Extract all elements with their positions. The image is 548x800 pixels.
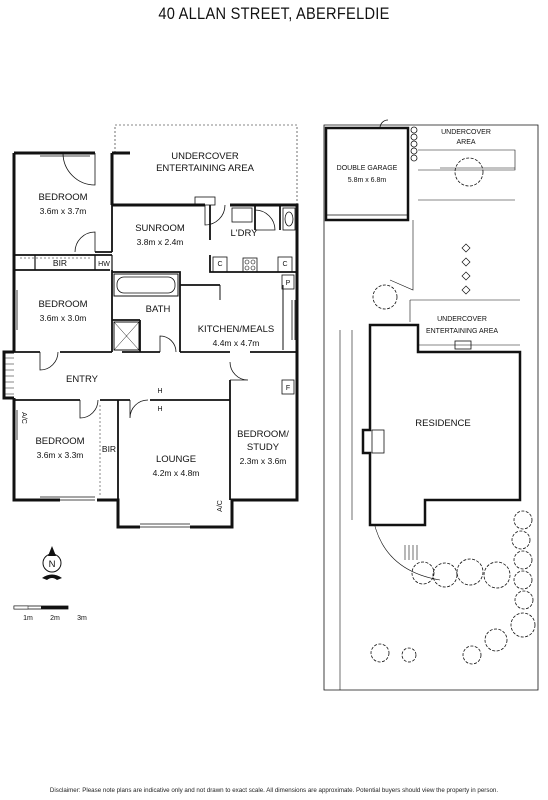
site-labels: DOUBLE GARAGE 5.8m x 6.8m UNDERCOVER ARE…	[337, 129, 499, 429]
bath-name: BATH	[146, 304, 171, 315]
scale-bar: 1m 2m 3m	[13, 605, 87, 622]
lounge-name: LOUNGE	[156, 454, 196, 465]
marker-h-1: H	[157, 388, 162, 395]
laundry-name: L'DRY	[231, 228, 259, 239]
marker-c-1: C	[217, 261, 222, 268]
entertaining-label-1: UNDERCOVER	[171, 151, 239, 162]
scale-label-1: 1m	[23, 615, 33, 622]
scale-label-2: 2m	[50, 615, 60, 622]
kitchen-size: 4.4m x 4.7m	[213, 338, 260, 348]
disclaimer: Disclaimer: Please note plans are indica…	[49, 787, 499, 794]
site-entertaining-1: UNDERCOVER	[437, 316, 487, 323]
undercover-label-2: AREA	[456, 139, 475, 146]
marker-ac-1: A/C	[20, 412, 27, 424]
bedroom3-name: BEDROOM	[35, 436, 84, 447]
scale-label-3: 3m	[77, 615, 87, 622]
study-size: 2.3m x 3.6m	[240, 456, 287, 466]
bedroom2-name: BEDROOM	[38, 299, 87, 310]
marker-c-2: C	[282, 261, 287, 268]
bedroom3-size: 3.6m x 3.3m	[37, 450, 84, 460]
site-plan	[323, 119, 539, 691]
study-name-2: STUDY	[247, 442, 280, 453]
sunroom-name: SUNROOM	[135, 223, 185, 234]
entry-name: ENTRY	[66, 374, 99, 385]
study-name-1: BEDROOM/	[237, 429, 289, 440]
residence-label: RESIDENCE	[415, 418, 470, 429]
site-entertaining-2: ENTERTAINING AREA	[426, 328, 498, 335]
undercover-label-1: UNDERCOVER	[441, 129, 491, 136]
entertaining-label-2: ENTERTAINING AREA	[156, 163, 254, 174]
marker-p: P	[286, 280, 291, 287]
garage-size: 5.8m x 6.8m	[348, 177, 387, 184]
floor-plan-walls	[2, 124, 299, 529]
marker-h-2: H	[157, 406, 162, 413]
bir2-label: BIR	[102, 444, 116, 454]
marker-f: F	[286, 385, 290, 392]
hw-label: HW	[98, 261, 110, 268]
page-title: 40 ALLAN STREET, ABERFELDIE	[158, 4, 390, 23]
compass-label: N	[49, 559, 56, 570]
sunroom-size: 3.8m x 2.4m	[137, 237, 184, 247]
bedroom2-size: 3.6m x 3.0m	[40, 313, 87, 323]
kitchen-name: KITCHEN/MEALS	[198, 324, 275, 335]
garage-name: DOUBLE GARAGE	[337, 165, 398, 172]
bir1-label: BIR	[53, 258, 67, 268]
lounge-size: 4.2m x 4.8m	[153, 468, 200, 478]
compass-icon: N	[42, 546, 62, 580]
marker-ac-2: A/C	[217, 500, 224, 512]
room-labels: UNDERCOVER ENTERTAINING AREA BEDROOM 3.6…	[20, 151, 291, 512]
bedroom1-size: 3.6m x 3.7m	[40, 206, 87, 216]
bedroom1-name: BEDROOM	[38, 192, 87, 203]
